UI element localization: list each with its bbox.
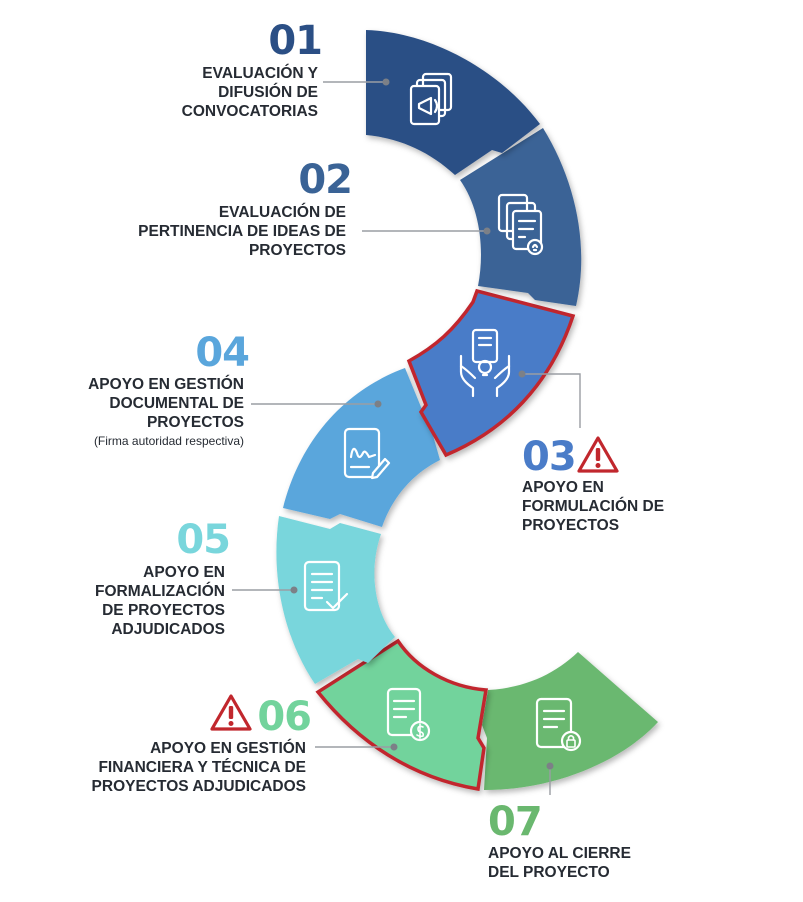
connector-01 (323, 78, 390, 86)
connector-05 (232, 586, 298, 594)
alert-triangle-icon (577, 436, 619, 473)
step-04-title-line: PROYECTOS (147, 414, 244, 431)
segment-01 (366, 30, 540, 175)
step-05-title-line: DE PROYECTOS (102, 602, 225, 619)
step-02-title-line: PERTINENCIA DE IDEAS DE (138, 223, 346, 240)
step-04-label: 04 APOYO EN GESTIÓN DOCUMENTAL DE PROYEC… (88, 330, 250, 448)
step-05-label: 05 APOYO EN FORMALIZACIÓN DE PROYECTOS A… (95, 517, 231, 638)
step-06-number: 06 (257, 694, 311, 740)
step-02-label: 02 EVALUACIÓN DE PERTINENCIA DE IDEAS DE… (138, 157, 353, 259)
step-01-label: 01 EVALUACIÓN Y DIFUSIÓN DE CONVOCATORIA… (182, 18, 323, 120)
step-05-number: 05 (176, 517, 230, 563)
step-03-label: 03 APOYO EN FORMULACIÓN DE PROYECTOS (522, 434, 664, 534)
document-check-icon (303, 560, 349, 612)
segment-03-shape (406, 288, 576, 458)
connector-02 (362, 227, 491, 235)
step-07-label: 07 APOYO AL CIERRE DEL PROYECTO (488, 799, 631, 881)
segment-04 (283, 368, 440, 527)
step-05-title-line: ADJUDICADOS (111, 621, 225, 638)
step-03-title-line: FORMULACIÓN DE (522, 497, 664, 515)
step-01-title-line: DIFUSIÓN DE (218, 83, 318, 101)
step-04-title-line: APOYO EN GESTIÓN (88, 375, 244, 393)
step-04-number: 04 (195, 330, 249, 376)
segment-03 (406, 288, 576, 458)
step-07-title-line: APOYO AL CIERRE (488, 845, 631, 862)
connector-03 (518, 370, 581, 428)
hands-document-icon (459, 328, 511, 398)
step-01-title-line: CONVOCATORIAS (182, 103, 318, 120)
step-07-number: 07 (488, 799, 542, 845)
segment-05 (276, 516, 395, 684)
step-03-title-line: PROYECTOS (522, 517, 619, 534)
step-02-title-line: PROYECTOS (249, 242, 346, 259)
step-04-title-line: DOCUMENTAL DE (109, 395, 244, 412)
step-01-number: 01 (268, 18, 322, 64)
step-02-number: 02 (298, 157, 352, 203)
step-03-title-line: APOYO EN (522, 479, 604, 496)
step-07-title-line: DEL PROYECTO (488, 864, 610, 881)
alert-triangle-icon (210, 694, 252, 731)
step-03-number: 03 (522, 434, 576, 480)
step-06-title-line: APOYO EN GESTIÓN (150, 739, 306, 757)
step-06-title-line: PROYECTOS ADJUDICADOS (92, 778, 306, 795)
connector-04 (251, 400, 382, 408)
connector-07 (546, 762, 554, 795)
step-01-title-line: EVALUACIÓN Y (202, 64, 318, 82)
step-06-title-line: FINANCIERA Y TÉCNICA DE (98, 759, 306, 776)
document-lock-icon (535, 697, 582, 752)
step-05-title-line: FORMALIZACIÓN (95, 582, 225, 600)
step-02-title-line: EVALUACIÓN DE (219, 203, 346, 221)
step-05-title-line: APOYO EN (143, 564, 225, 581)
segment-01-shape (366, 30, 540, 175)
documents-megaphone-icon (409, 72, 453, 126)
documents-lightbulb-icon (497, 193, 544, 256)
document-dollar-icon (386, 687, 431, 742)
connector-06 (315, 743, 398, 751)
segment-05-shape (276, 516, 395, 684)
signature-document-icon (343, 427, 391, 480)
segment-06 (315, 638, 489, 792)
segment-04-shape (283, 368, 440, 527)
step-06-label: 06 APOYO EN GESTIÓN FINANCIERA Y TÉCNICA… (92, 694, 312, 795)
segment-06-shape (315, 638, 489, 792)
step-04-note: (Firma autoridad respectiva) (94, 434, 244, 448)
